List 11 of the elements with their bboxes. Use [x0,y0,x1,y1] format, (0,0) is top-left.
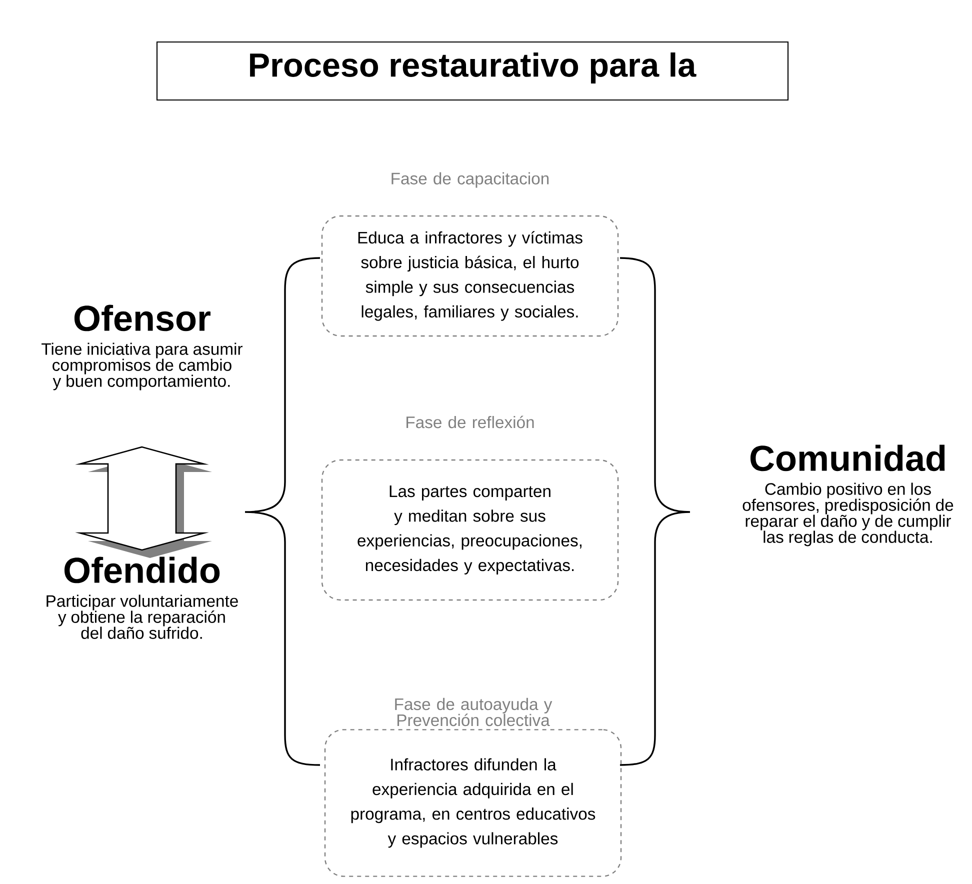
actor-text: Comunidad Cambio positivo en los ofensores, predisposición de reparar el daño y de cumplir las reglas de conducta. [742,444,954,546]
phase-box: Fase de autoayuda y Prevención colectiva Infractores difunden la experiencia adquirida en el programa, en centros educativos y espacios vulnerables [324,698,622,877]
actor-text: Ofendido Participar voluntariamente y obtiene la reparación del daño sufrido. [46,556,238,639]
phase-box: Fase de reflexión Las partes comparten y meditan sobre sus experiencias, preocupaciones, necesidades y expectativas. [321,416,619,601]
node-label: Fase de autoayuda y Prevención colectiva [395,698,552,726]
phase-box: Fase de capacitacion Educa a infractores y víctimas sobre justicia básica, el hurto simple y sus consecuencias legales, familiares y sociales. [321,172,619,337]
title-box: Proceso restaurativo para la [156,41,789,101]
node-label: Fase de reflexión [406,416,534,428]
actor-text: Ofensor Tiene iniciativa para asumir compromisos de cambio y buen comportamiento. [42,304,242,390]
node-label: Fase de capacitacion [392,172,549,188]
double-arrow [75,446,212,558]
